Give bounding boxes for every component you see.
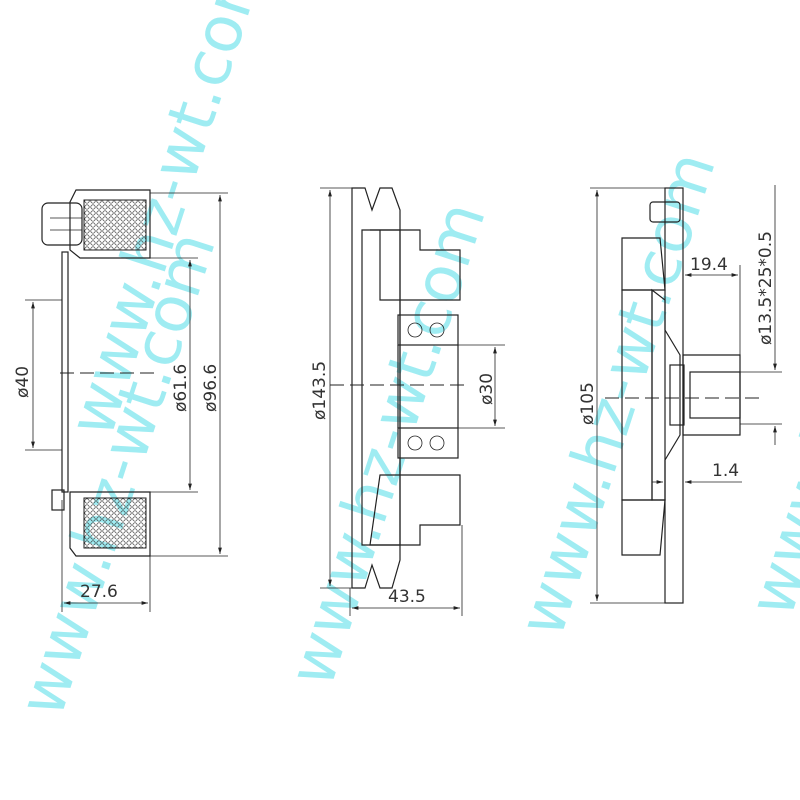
dim-inner-bore: ø40 — [13, 366, 33, 398]
watermark-text: www.hz-wt.com — [735, 123, 800, 624]
dim-pulley-outer: ø143.5 — [310, 361, 330, 420]
dim-coil-outer: ø96.6 — [201, 364, 221, 412]
hub-view: ø105 19.4 ø13.5*25*0.5 1.4 — [578, 185, 782, 604]
connector — [41, 202, 83, 246]
dim-gap: 1.4 — [712, 461, 739, 481]
watermark: www.hz-wt.com www.hz-wt.com www.hz-wt.co… — [5, 0, 800, 725]
dim-bearing: ø30 — [477, 373, 497, 405]
watermark-text: www.hz-wt.com — [505, 143, 731, 644]
pulley-view: ø143.5 ø30 43.5 — [310, 187, 505, 616]
dim-hub-length: 19.4 — [690, 255, 728, 275]
dim-hub-outer: ø105 — [578, 382, 598, 425]
dim-coil-inner: ø61.6 — [171, 364, 191, 412]
coil-view: ø40 ø61.6 ø96.6 27.6 — [13, 189, 228, 612]
dim-coil-width: 27.6 — [80, 582, 118, 602]
watermark-text: www.hz-wt.com — [275, 193, 501, 694]
dim-spline: ø13.5*25*0.5 — [756, 231, 776, 345]
dim-pulley-width: 43.5 — [388, 587, 426, 607]
